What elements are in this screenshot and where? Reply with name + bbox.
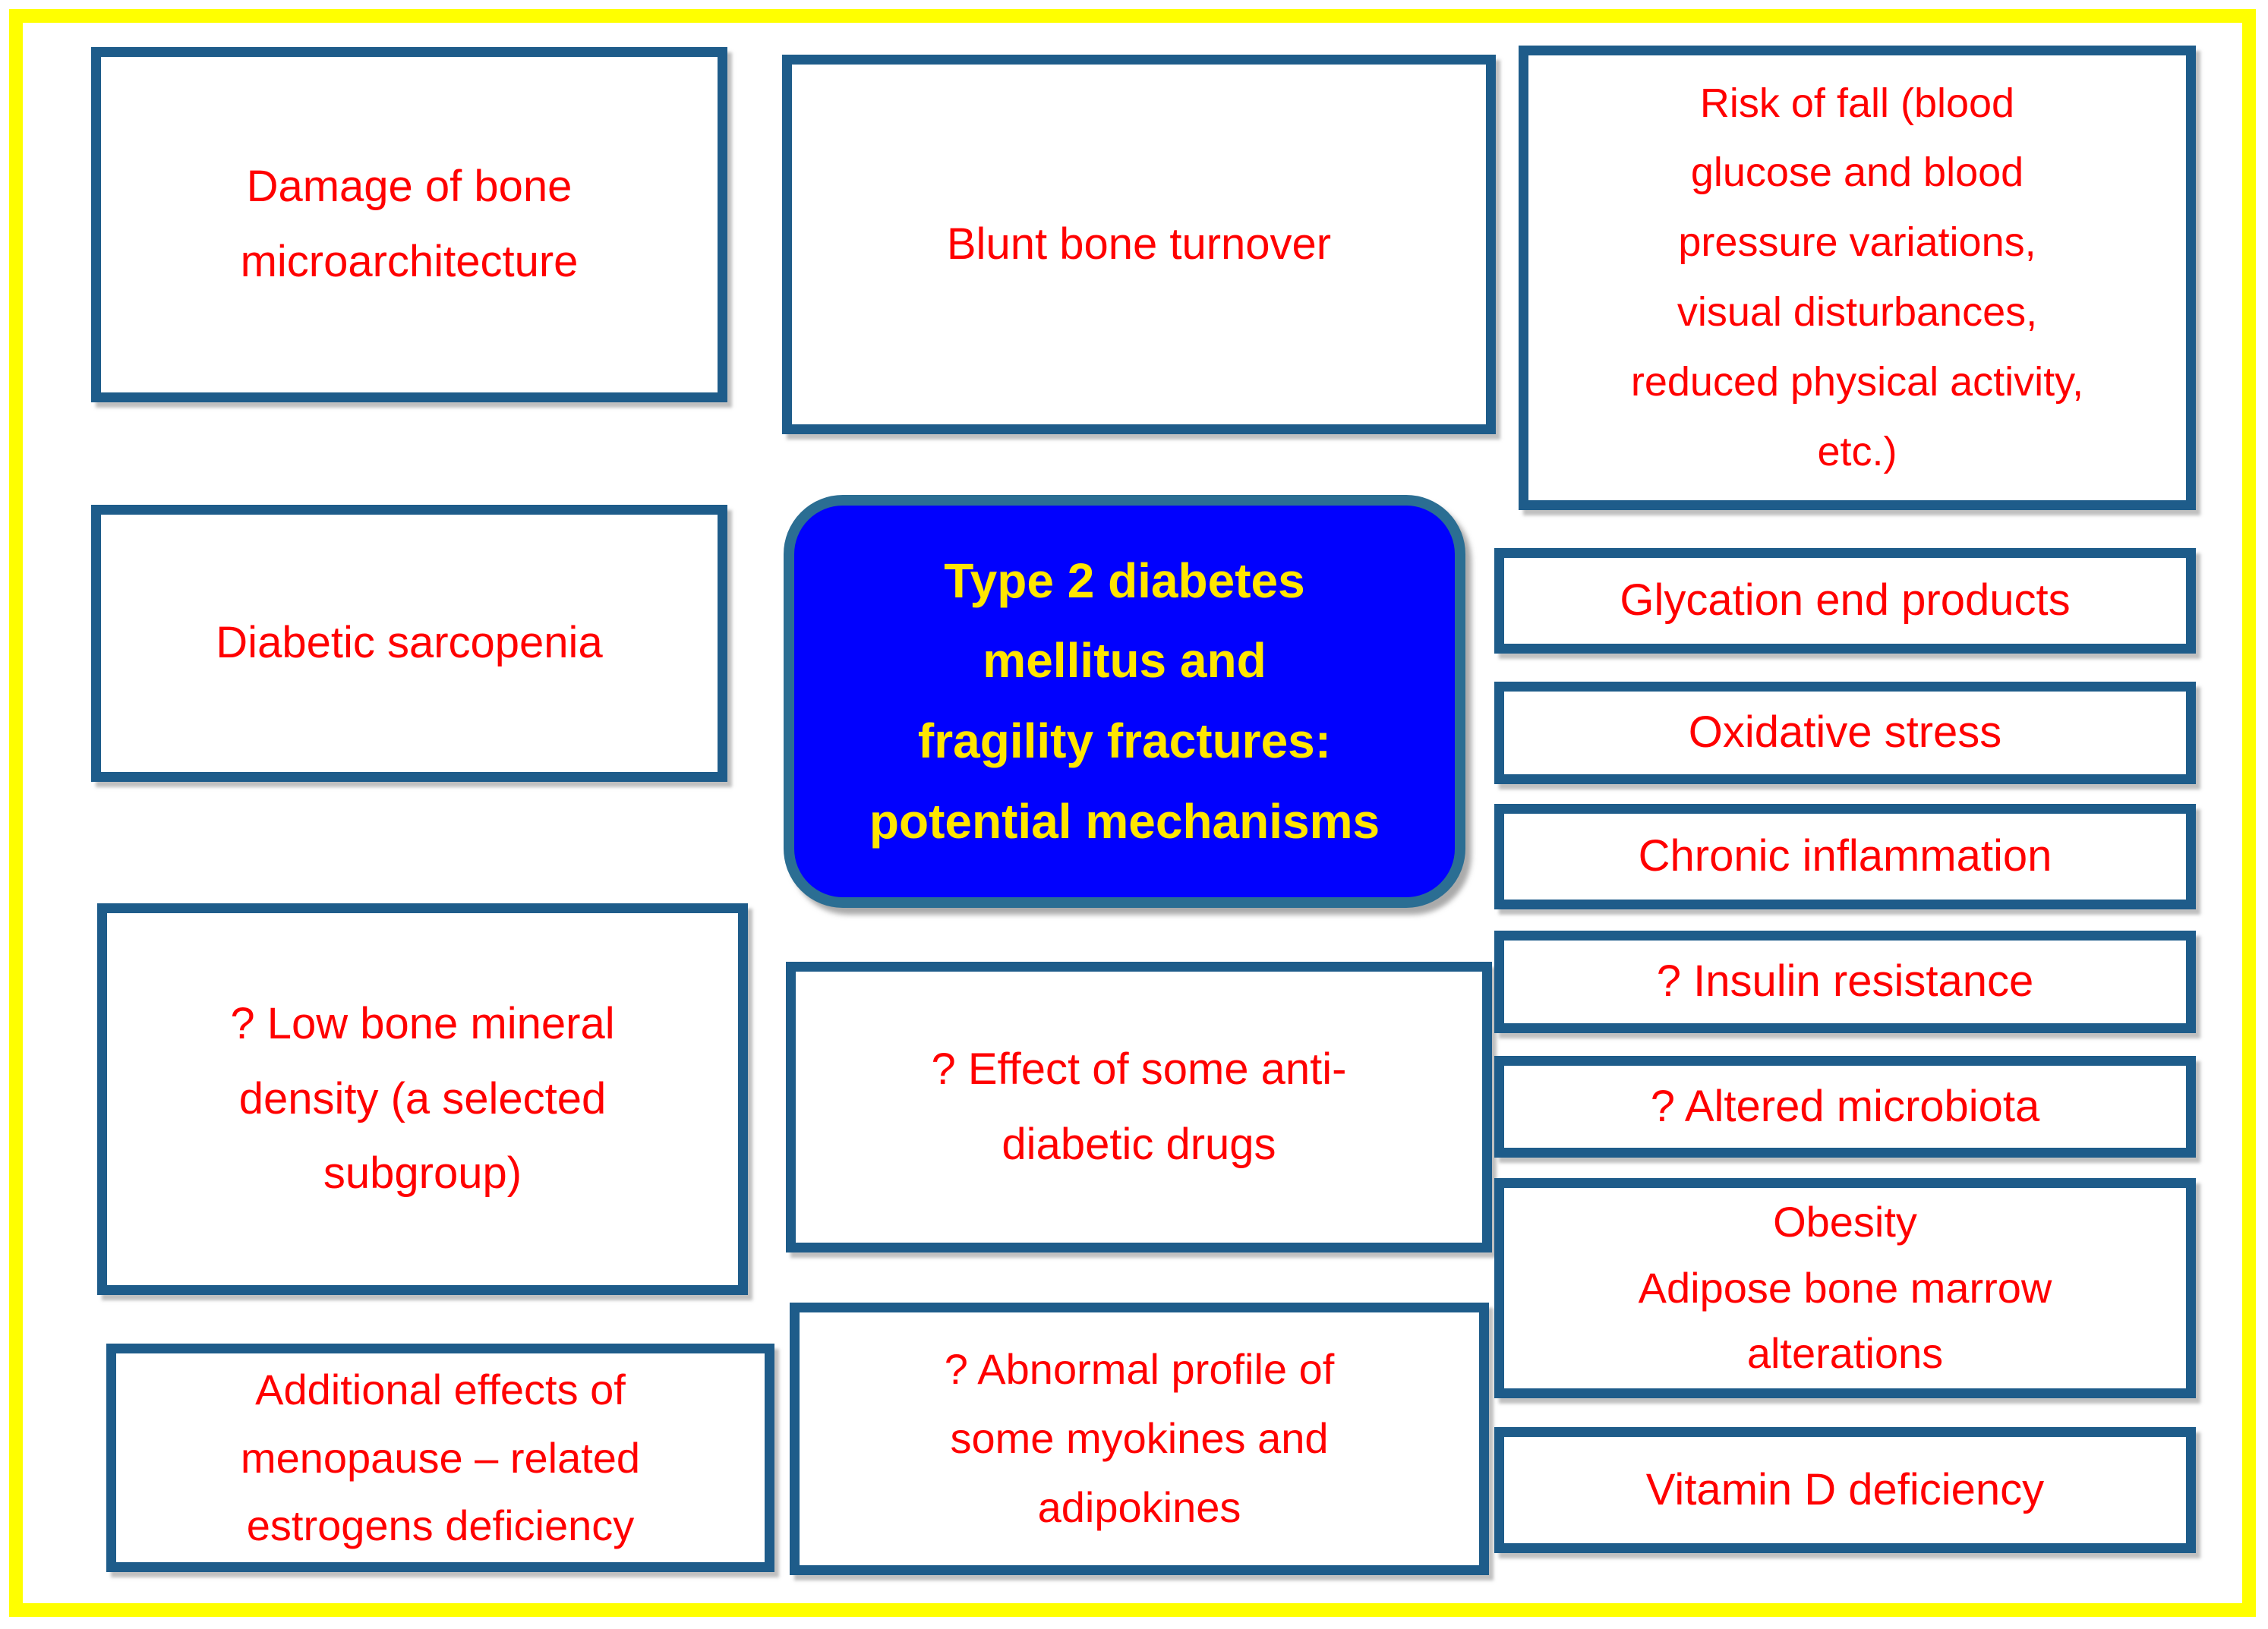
box-vitamin-d-deficiency: Vitamin D deficiency [1494, 1427, 2196, 1553]
box-label: Blunt bone turnover [946, 219, 1332, 269]
box-low-bone-mineral-density: ? Low bone mineral density (a selected s… [97, 903, 748, 1295]
box-altered-microbiota: ? Altered microbiota [1494, 1056, 2196, 1158]
box-chronic-inflammation: Chronic inflammation [1494, 804, 2196, 909]
box-obesity-adipose-marrow: Obesity Adipose bone marrow alterations [1494, 1178, 2196, 1398]
box-menopause-estrogens-deficiency: Additional effects of menopause – relate… [106, 1344, 774, 1572]
box-damage-bone-microarchitecture: Damage of bone microarchitecture [91, 47, 727, 402]
box-blunt-bone-turnover: Blunt bone turnover [782, 55, 1496, 434]
box-label: Damage of bone microarchitecture [240, 162, 579, 286]
box-insulin-resistance: ? Insulin resistance [1494, 931, 2196, 1033]
box-risk-of-fall: Risk of fall (blood glucose and blood pr… [1519, 46, 2196, 510]
yellow-frame [9, 9, 2256, 1617]
box-oxidative-stress: Oxidative stress [1494, 682, 2196, 784]
box-glycation-end-products: Glycation end products [1494, 548, 2196, 654]
box-diabetic-sarcopenia: Diabetic sarcopenia [91, 505, 727, 782]
diagram-title: Type 2 diabetes mellitus and fragility f… [869, 553, 1380, 849]
box-label: Chronic inflammation [1638, 831, 2052, 881]
box-antidiabetic-drugs-effect: ? Effect of some anti- diabetic drugs [786, 962, 1492, 1252]
box-label: ? Effect of some anti- diabetic drugs [931, 1044, 1347, 1169]
box-label: ? Insulin resistance [1656, 956, 2034, 1007]
box-label: Diabetic sarcopenia [216, 618, 603, 668]
box-label: Vitamin D deficiency [1645, 1464, 2045, 1514]
box-label: Glycation end products [1620, 575, 2071, 625]
central-title-box: Type 2 diabetes mellitus and fragility f… [784, 495, 1465, 908]
box-label: Obesity Adipose bone marrow alterations [1638, 1197, 2052, 1378]
box-label: Oxidative stress [1688, 707, 2002, 758]
box-label: ? Altered microbiota [1650, 1081, 2040, 1131]
box-label: ? Low bone mineral density (a selected s… [230, 999, 615, 1199]
box-label: ? Abnormal profile of some myokines and … [944, 1345, 1335, 1531]
box-label: Additional effects of menopause – relate… [240, 1366, 641, 1550]
box-myokines-adipokines-profile: ? Abnormal profile of some myokines and … [790, 1303, 1489, 1575]
box-label: Risk of fall (blood glucose and blood pr… [1630, 80, 2084, 474]
